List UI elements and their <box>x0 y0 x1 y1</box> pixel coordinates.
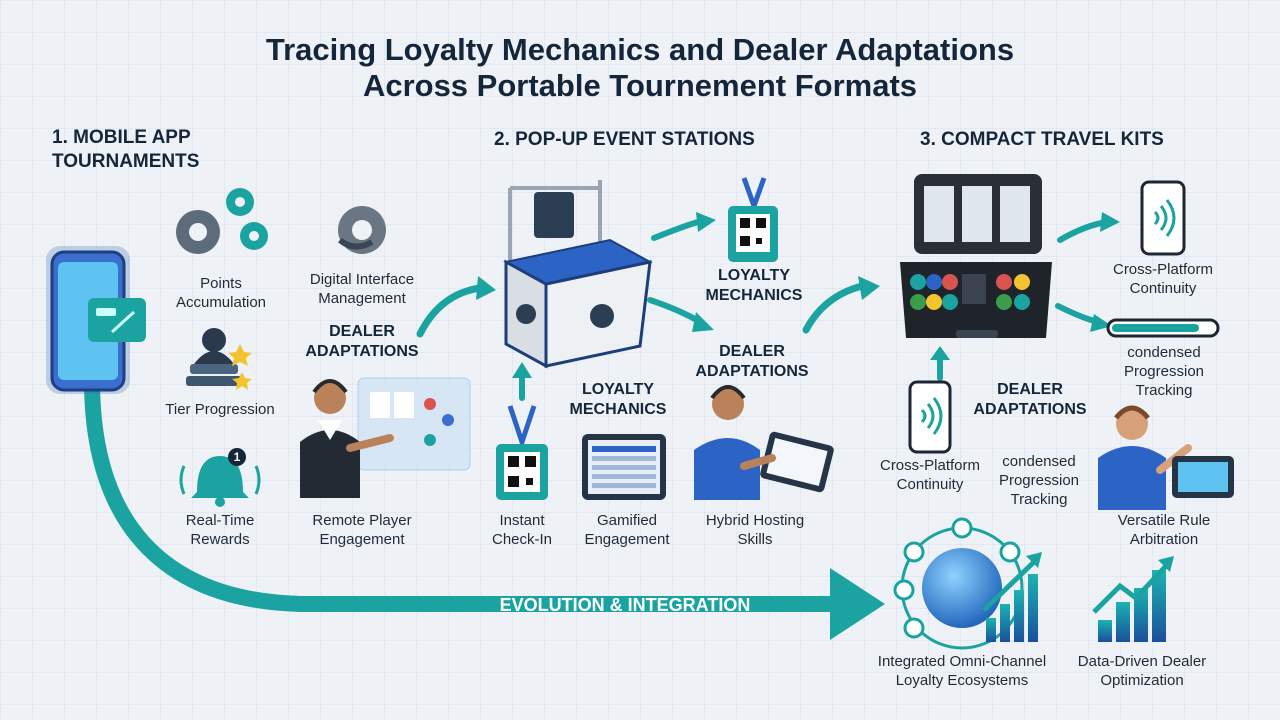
gear-hand-icon <box>338 206 386 254</box>
progress-bar <box>1106 318 1220 338</box>
evolution-arrow <box>84 372 885 640</box>
evolution-label: EVOLUTION & INTEGRATION <box>499 595 751 615</box>
arrow-to-popup <box>416 284 484 338</box>
dealer-headset-figure <box>300 377 471 498</box>
label-tier-progression: Tier Progression <box>165 401 275 418</box>
phone-nfc-icon-top <box>1140 180 1186 256</box>
tablet-leaderboard-icon <box>582 434 666 500</box>
tier-person-icon <box>186 328 252 390</box>
dealer-tablet-figure <box>694 385 834 500</box>
globe-network-icon <box>893 517 1024 650</box>
page-title: Tracing Loyalty Mechanics and Dealer Ada… <box>265 32 1015 67</box>
page-subtitle: Across Portable Tournement Formats <box>362 68 918 103</box>
bar-chart-growth-icon-2 <box>1092 556 1174 642</box>
travel-case-icon <box>900 174 1052 338</box>
phone-nfc-icon-bottom <box>908 380 952 454</box>
popup-station-kiosk <box>503 180 653 369</box>
section-travel-title: 3. COMPACT TRAVEL KITS <box>920 129 1164 150</box>
section-popup-title: 2. POP-UP EVENT STATIONS <box>494 129 755 150</box>
dealer-rules-figure <box>1098 405 1234 510</box>
smartphone-icon <box>46 246 146 394</box>
qr-badge-icon-top <box>728 177 778 262</box>
notification-badge: 1 <box>228 448 246 466</box>
qr-badge-icon-bottom <box>496 405 548 500</box>
bell-icon <box>179 456 261 507</box>
gears-icon <box>176 188 268 254</box>
bar-chart-growth-icon-1 <box>982 552 1042 642</box>
